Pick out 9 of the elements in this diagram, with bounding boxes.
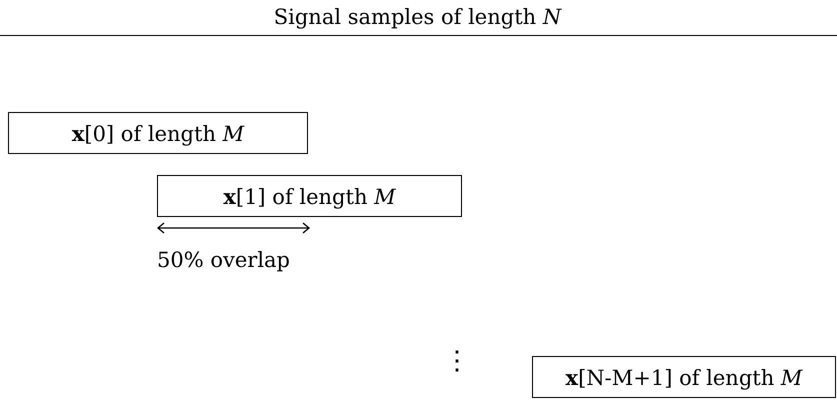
window-box bbox=[8, 112, 308, 154]
box-text: Signal samples of length N bbox=[274, 5, 562, 29]
box-text: x[0] of length M bbox=[72, 120, 244, 146]
box-text: x[N-M+1] of length M bbox=[566, 364, 802, 390]
box-text: x[1] of length M bbox=[223, 184, 396, 208]
vertical-ellipsis: ⋮ bbox=[444, 345, 470, 376]
window-box bbox=[157, 175, 462, 217]
window-box bbox=[532, 356, 836, 398]
overlap-label: 50% overlap bbox=[157, 248, 290, 272]
